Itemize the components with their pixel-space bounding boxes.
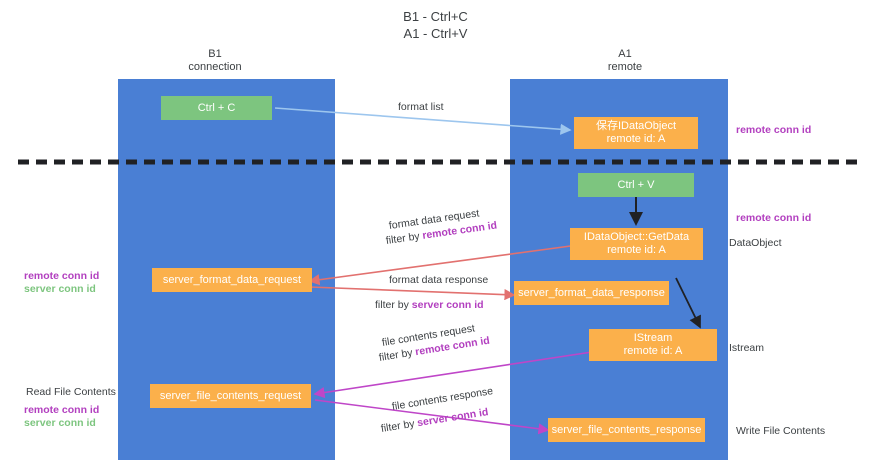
edge-label-format-data-response: format data response — [389, 274, 489, 286]
node-server-format-data-request[interactable]: server_format_data_request — [152, 268, 312, 292]
filter-key-server-conn-id: server conn id — [411, 299, 484, 311]
node-server-format-data-response[interactable]: server_format_data_response — [514, 281, 669, 305]
note-right-istream: Istream — [729, 342, 765, 354]
node-ctrl-v[interactable]: Ctrl + V — [578, 173, 694, 197]
note-right-dataobject: DataObject — [729, 237, 782, 249]
edge-label-format-data-response-filter: filter by server conn id — [375, 298, 484, 312]
note-right-write-file-contents: Write File Contents — [736, 425, 826, 437]
node-ctrl-c[interactable]: Ctrl + C — [161, 96, 272, 120]
lane-header-b1-line1: B1 — [208, 48, 222, 60]
note-left-server-conn-id-mid: server conn id — [24, 283, 96, 295]
node-server-file-contents-request[interactable]: server_file_contents_request — [150, 384, 311, 408]
note-left-read-file-contents: Read File Contents — [26, 386, 116, 398]
node-getdata-line2: remote id: A — [607, 244, 666, 256]
node-server-file-contents-response[interactable]: server_file_contents_response — [548, 418, 705, 442]
filter-prefix: filter by — [385, 229, 424, 247]
node-save-idataobject-line1: 保存IDataObject — [595, 120, 677, 132]
note-left-remote-conn-id-mid: remote conn id — [24, 270, 100, 282]
node-save-idataobject-line2: remote id: A — [606, 133, 666, 145]
lane-header-b1-line2: connection — [188, 61, 242, 73]
node-getdata-line1: IDataObject::GetData — [583, 231, 690, 243]
filter-key-server-conn-id: server conn id — [416, 406, 490, 430]
lane-header-a1-line1: A1 — [618, 48, 632, 60]
page-subtitle: A1 - Ctrl+V — [403, 26, 468, 41]
filter-prefix: filter by — [380, 417, 419, 435]
node-istream-line2: remote id: A — [623, 345, 683, 357]
node-save-idataobject[interactable]: 保存IDataObject remote id: A — [574, 117, 698, 149]
note-left-server-conn-id-bottom: server conn id — [24, 417, 96, 429]
note-left-remote-conn-id-bottom: remote conn id — [24, 404, 100, 416]
node-idataobject-getdata[interactable]: IDataObject::GetData remote id: A — [570, 228, 703, 260]
edge-label-format-list: format list — [398, 101, 444, 113]
page-title: B1 - Ctrl+C — [403, 9, 468, 24]
note-right-remote-conn-id-top: remote conn id — [736, 124, 812, 136]
node-istream[interactable]: IStream remote id: A — [589, 329, 717, 361]
note-right-remote-conn-id-mid: remote conn id — [736, 212, 812, 224]
filter-prefix: filter by — [375, 299, 412, 311]
node-istream-line1: IStream — [633, 332, 673, 344]
lane-header-a1-line2: remote — [607, 61, 643, 73]
